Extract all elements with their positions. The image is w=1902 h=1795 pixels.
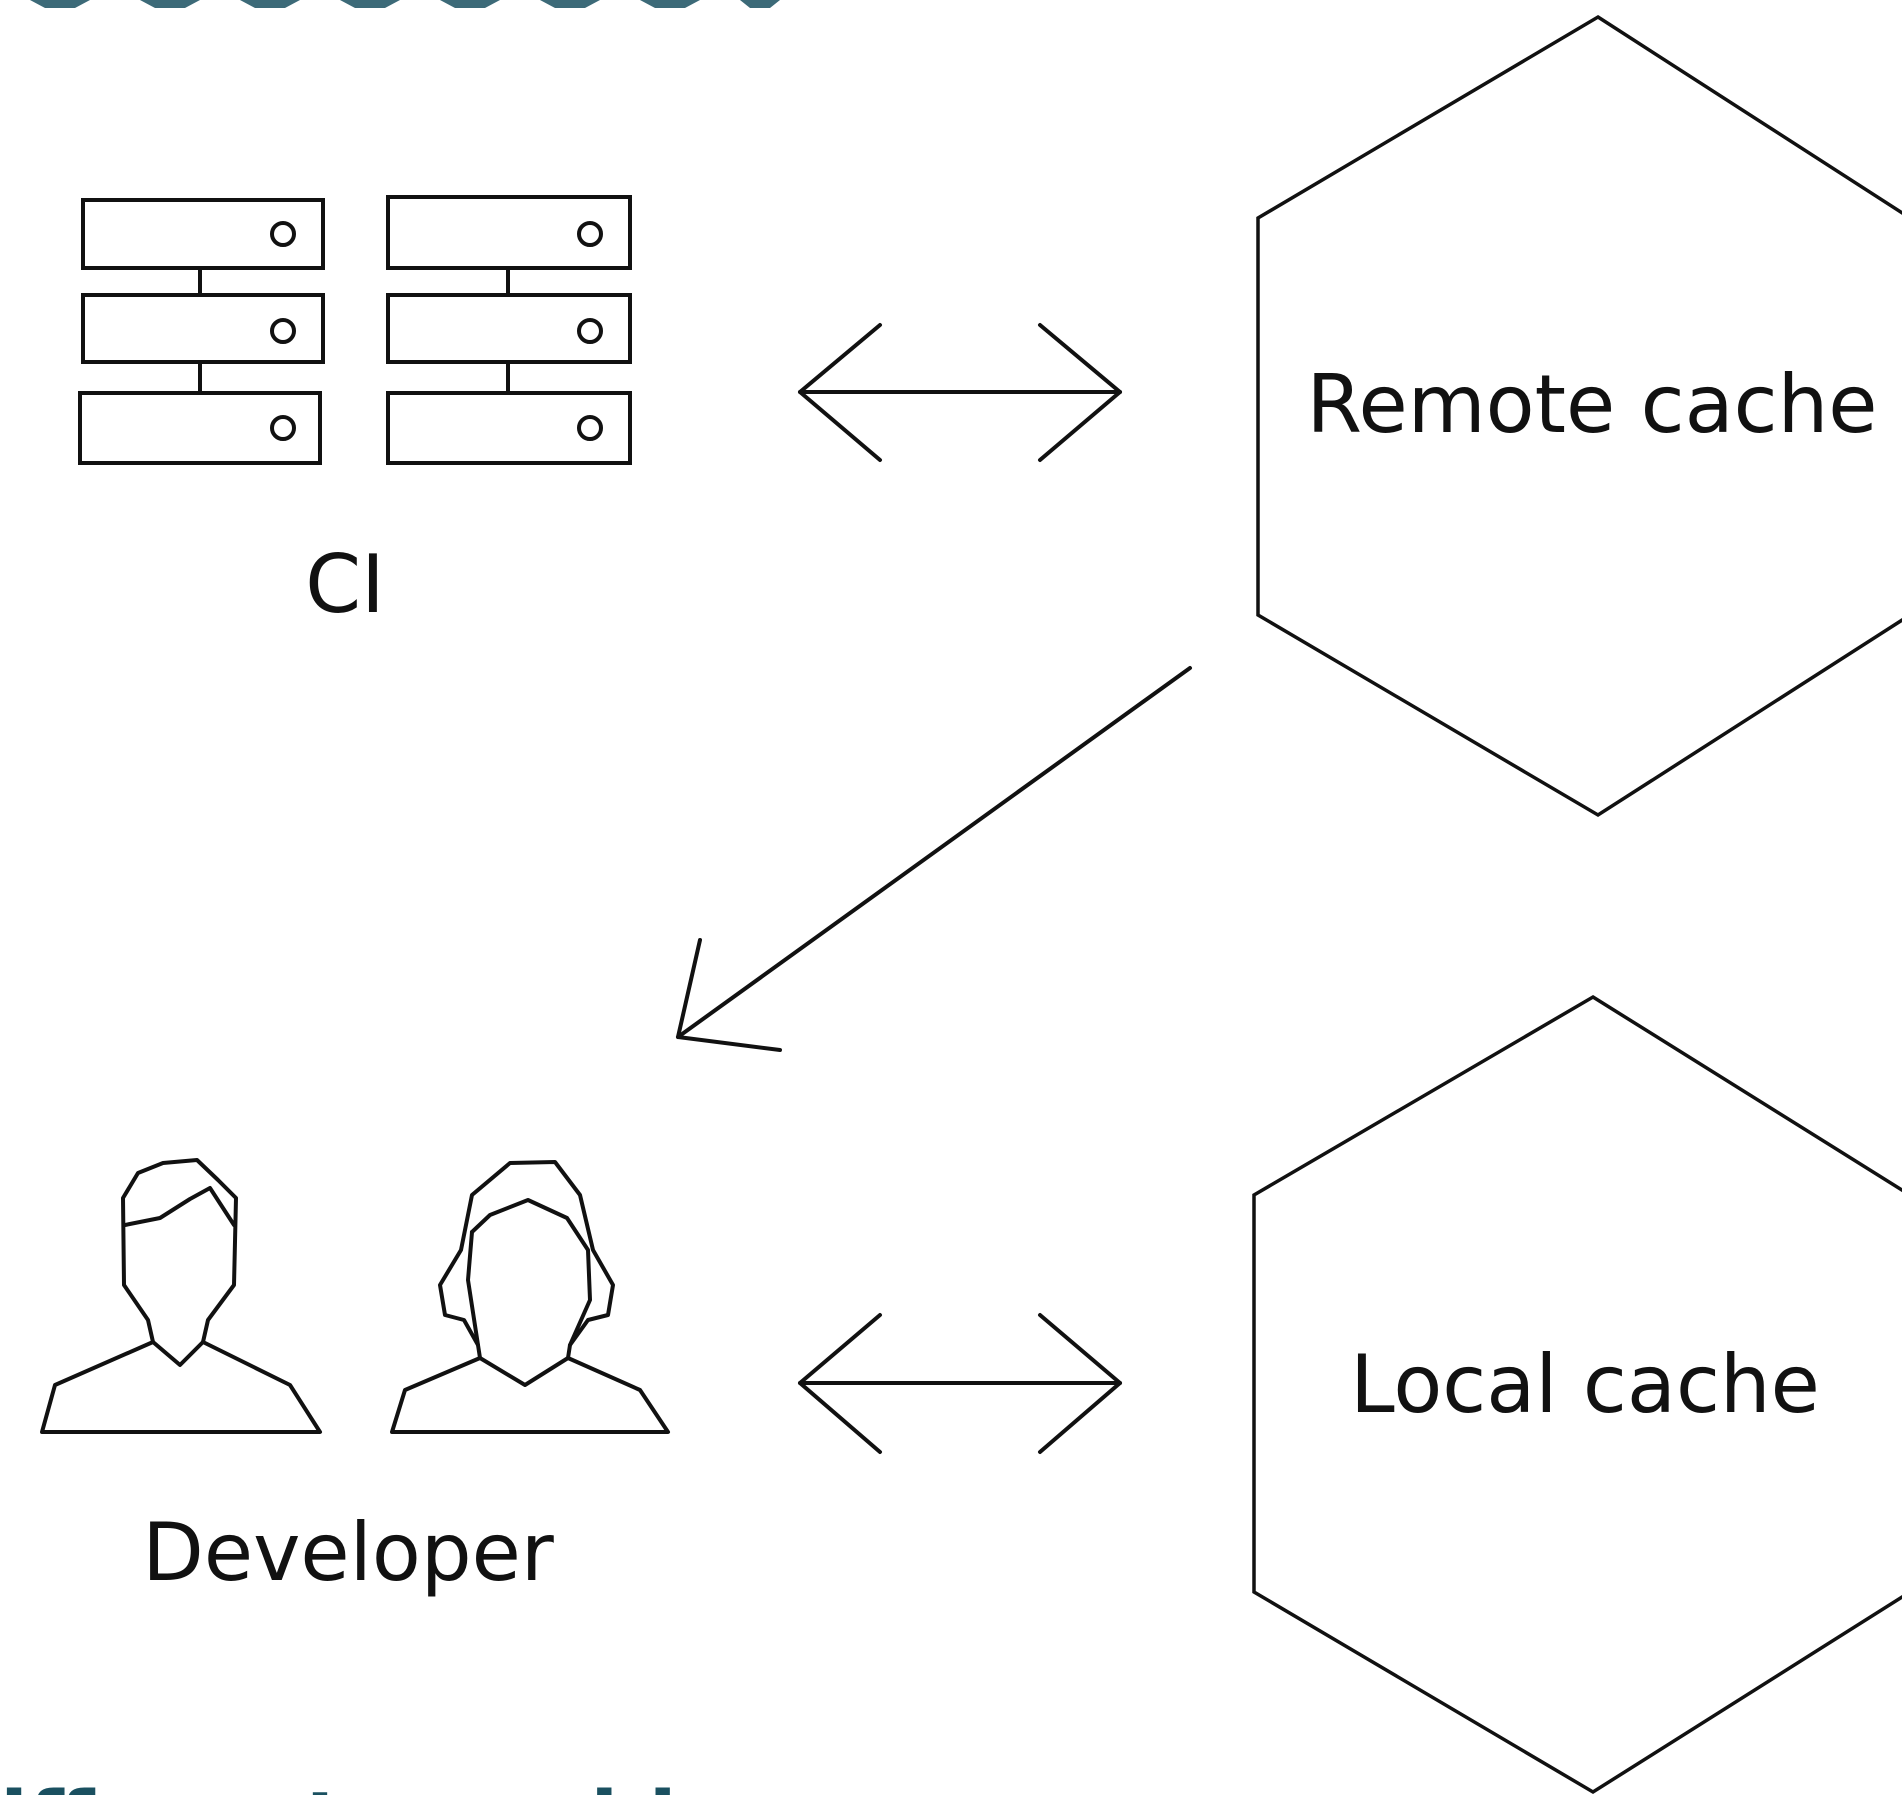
server-rack-right-icon — [386, 195, 632, 465]
remote-cache-label: Remote cache — [1306, 358, 1877, 451]
remote-to-developer-arrow — [676, 666, 1192, 1052]
ci-servers-icon — [78, 195, 632, 465]
remote-cache-hexagon — [1256, 14, 1902, 818]
female-user-icon — [390, 1160, 670, 1434]
server-rack-left-icon — [78, 198, 325, 465]
male-user-icon — [40, 1158, 322, 1434]
developer-local-bidirectional-arrow — [798, 1313, 1122, 1454]
ci-label: CI — [305, 538, 384, 631]
developer-label: Developer — [142, 1506, 554, 1599]
local-cache-hexagon — [1252, 994, 1902, 1795]
footer-cropped-heading: ifferent machine — [0, 1775, 791, 1795]
top-cropped-text-fragment — [30, 0, 780, 8]
developer-icon — [40, 1158, 670, 1434]
ci-remote-bidirectional-arrow — [798, 323, 1122, 462]
local-cache-label: Local cache — [1350, 1338, 1820, 1431]
